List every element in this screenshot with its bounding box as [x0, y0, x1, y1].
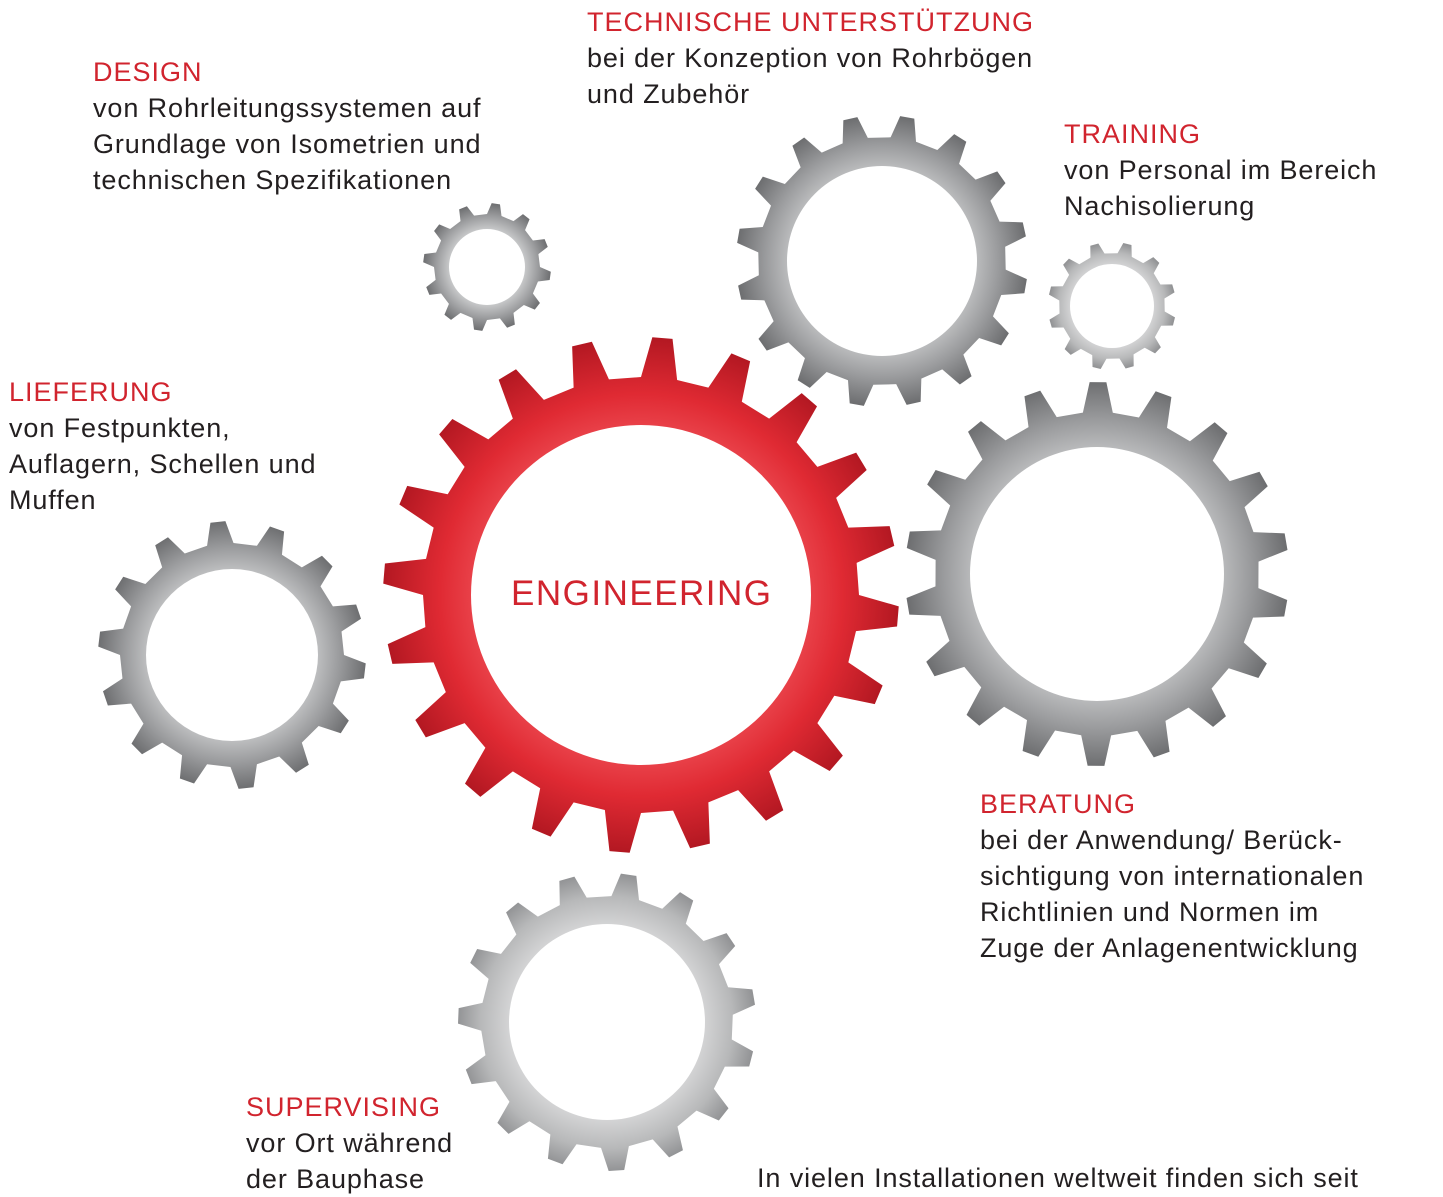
service-description-line: von Festpunkten,	[9, 413, 231, 443]
gear-right-large	[906, 382, 1288, 766]
service-supervising: SUPERVISING vor Ort während der Bauphase	[246, 1089, 453, 1197]
gear-bottom	[458, 873, 755, 1171]
service-description-line: von Personal im Bereich	[1064, 155, 1378, 185]
gear-left	[98, 521, 366, 789]
gear-small-right	[1049, 243, 1175, 369]
service-heading: TECHNISCHE UNTERSTÜTZUNG	[587, 7, 1034, 37]
service-description-line: und Zubehör	[587, 79, 751, 109]
service-description-line: sichtigung von internationalen	[980, 861, 1365, 891]
service-description-line: technischen Spezifikationen	[93, 165, 453, 195]
service-description-line: Richtlinien und Normen im	[980, 897, 1320, 927]
service-description-line: Auflagern, Schellen und	[9, 449, 317, 479]
service-heading: TRAINING	[1064, 119, 1202, 149]
gear-engineering	[383, 337, 899, 853]
service-heading: SUPERVISING	[246, 1092, 442, 1122]
service-beratung: BERATUNG bei der Anwendung/ Berück- sich…	[980, 786, 1364, 966]
service-description-line: Nachisolierung	[1064, 191, 1256, 221]
service-description-line: Grundlage von Isometrien und	[93, 129, 482, 159]
service-heading: LIEFERUNG	[9, 377, 173, 407]
service-training: TRAINING von Personal im Bereich Nachiso…	[1064, 116, 1377, 224]
service-description-line: vor Ort während	[246, 1128, 454, 1158]
service-description-line: von Rohrleitungssystemen auf	[93, 93, 482, 123]
service-description-line: Muffen	[9, 485, 97, 515]
engineering-label: ENGINEERING	[511, 574, 773, 613]
service-description-line: Zuge der Anlagenentwicklung	[980, 933, 1359, 963]
service-description-line: bei der Konzeption von Rohrbögen	[587, 43, 1034, 73]
service-design: DESIGN von Rohrleitungssystemen auf Grun…	[93, 54, 481, 198]
service-heading: DESIGN	[93, 57, 203, 87]
service-heading: BERATUNG	[980, 789, 1137, 819]
gear-small-top-left	[423, 203, 551, 331]
footer-text: In vielen Installationen weltweit finden…	[757, 1163, 1359, 1193]
service-description-line: der Bauphase	[246, 1164, 425, 1194]
service-description-line: bei der Anwendung/ Berück-	[980, 825, 1343, 855]
gear-top-center	[737, 116, 1027, 406]
service-lieferung: LIEFERUNG von Festpunkten, Auflagern, Sc…	[9, 374, 316, 518]
service-technische-unterstuetzung: TECHNISCHE UNTERSTÜTZUNG bei der Konzept…	[587, 4, 1034, 112]
